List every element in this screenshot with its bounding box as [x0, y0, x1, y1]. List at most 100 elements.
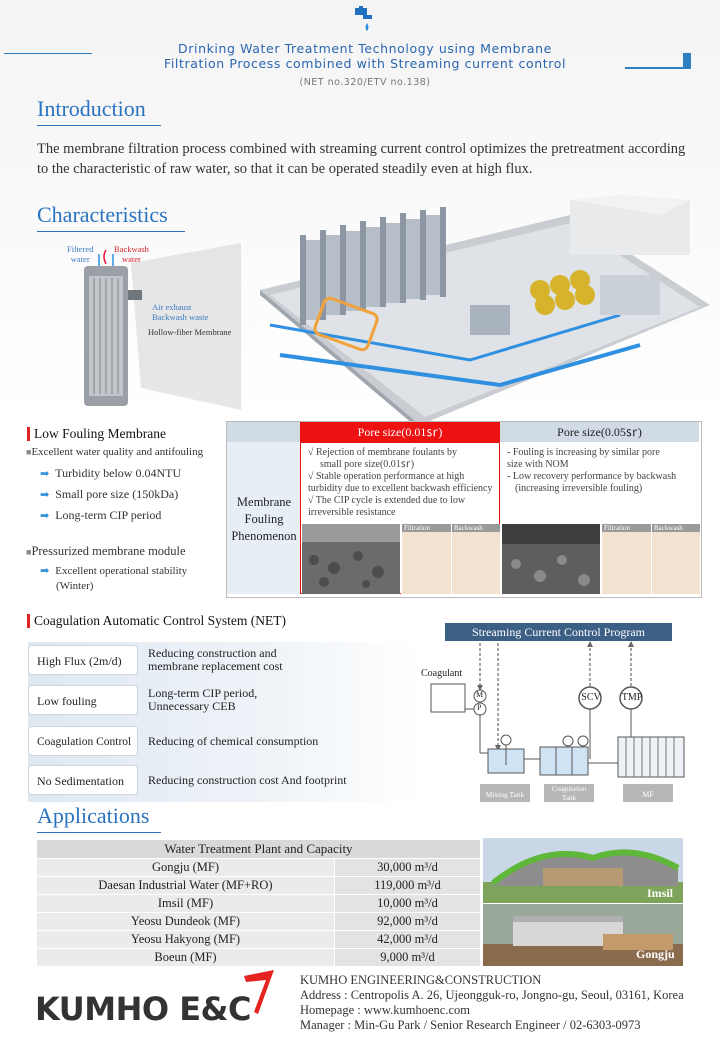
section-marker	[27, 614, 30, 628]
imsil-caption: Imsil	[647, 886, 674, 900]
plant-name: Daesan Industrial Water (MF+RO)	[37, 876, 335, 895]
fouling-row-label-cell	[227, 442, 300, 594]
table-title: Water Treatment Plant and Capacity	[37, 840, 480, 859]
coagulation-tank-label: Coagulation Tank	[551, 785, 587, 802]
low-fouling-group1: ■Excellent water quality and antifouling	[26, 446, 204, 458]
scv-label: SCV	[581, 692, 601, 703]
imsil-plant-photo	[483, 838, 683, 903]
footer-contact: KUMHO ENGINEERING&CONSTRUCTION Address :…	[300, 973, 684, 1033]
header-rule-right-bottom	[625, 67, 691, 69]
plant-name: Boeun (MF)	[37, 948, 335, 967]
low-fouling-heading: Low Fouling Membrane	[34, 426, 166, 441]
gongju-caption: Gongju	[636, 947, 675, 961]
pump-label: P	[477, 703, 482, 712]
coag-row-2: Low fouling Long-term CIP period,Unneces…	[28, 685, 406, 715]
low-fouling-item-3: ➡Long-term CIP period	[40, 508, 162, 522]
arrow-icon: ➡	[40, 510, 50, 522]
plant-illustration	[260, 195, 710, 430]
table-row: Yeosu Dundeok (MF)92,000 m³/d	[37, 912, 480, 931]
low-fouling-item-4: ➡Excellent operational stability (Winter…	[40, 565, 188, 592]
low-fouling-item-1: ➡Turbidity below 0.04NTU	[40, 466, 182, 480]
process-diagram	[430, 641, 685, 802]
filtration-sketch-005: Filtration	[601, 524, 651, 594]
section-marker	[27, 427, 30, 441]
fouling-table-corner	[227, 422, 300, 442]
applications-table: Water Treatment Plant and Capacity Gongj…	[37, 840, 480, 967]
company-logo: KUMHO E&C	[35, 990, 251, 1028]
fouling-row-label: Membrane Fouling Phenomenon	[231, 495, 297, 543]
page-title: Drinking Water Treatment Technology usin…	[163, 41, 567, 71]
fouling-col-001-box	[300, 442, 500, 594]
table-row: Yeosu Hakyong (MF)42,000 m³/d	[37, 930, 480, 949]
applications-underline	[37, 832, 161, 833]
coag-label: No Sedimentation	[28, 765, 138, 795]
coagulation-heading: Coagulation Automatic Control System (NE…	[34, 613, 286, 628]
filtration-sketch-001: Filtration	[401, 524, 451, 594]
table-row: Daesan Industrial Water (MF+RO)119,000 m…	[37, 876, 480, 895]
mf-label: MF	[642, 790, 654, 799]
header-rule-left	[4, 53, 92, 54]
plant-capacity: 10,000 m³/d	[334, 894, 480, 913]
header-rule-right	[683, 53, 691, 69]
characteristics-heading: Characteristics	[37, 202, 168, 227]
sem-image-001	[302, 524, 400, 594]
arrow-icon: ➡	[40, 468, 50, 480]
plant-name: Yeosu Dundeok (MF)	[37, 912, 335, 931]
coag-desc: Reducing construction cost And footprint	[148, 772, 347, 787]
coagulant-label: Coagulant	[421, 668, 463, 679]
plant-name: Yeosu Hakyong (MF)	[37, 930, 335, 949]
footer-address: Address : Centropolis A. 26, Ujeongguk-r…	[300, 988, 684, 1002]
table-row: Gongju (MF)30,000 m³/d	[37, 858, 480, 877]
plant-capacity: 9,000 m³/d	[334, 948, 480, 967]
arrow-icon: ➡	[40, 489, 50, 501]
backwash-sketch-005: Backwash	[651, 524, 700, 594]
coag-row-3: Coagulation Control Reducing of chemical…	[28, 726, 406, 756]
filtered-water-label: Filtered water	[67, 244, 94, 264]
table-row: Imsil (MF)10,000 m³/d	[37, 894, 480, 913]
coag-label: Coagulation Control	[28, 726, 138, 756]
plant-name: Gongju (MF)	[37, 858, 335, 877]
coag-label: Low fouling	[28, 685, 138, 715]
backwash-sketch-001: Backwash	[451, 524, 500, 594]
footer-company: KUMHO ENGINEERING&CONSTRUCTION	[300, 973, 542, 987]
arrow-icon: ➡	[40, 565, 50, 577]
streaming-current-program-title: Streaming Current Control Program	[445, 623, 672, 641]
fouling-col-005-points: - Fouling is increasing by similar pore …	[507, 447, 677, 494]
fouling-col-005: Pore size(0.05㏛)	[500, 422, 699, 442]
plant-capacity: 42,000 m³/d	[334, 930, 480, 949]
logo-swoosh-icon	[244, 970, 274, 1014]
footer-manager: Manager : Min-Gu Park / Senior Research …	[300, 1018, 641, 1032]
table-row: Boeun (MF)9,000 m³/d	[37, 948, 480, 967]
backwash-water-label: Backwash water	[114, 244, 149, 264]
gongju-plant-photo	[483, 904, 683, 966]
fouling-col-001: Pore size(0.01㏛)	[300, 422, 500, 442]
footer-homepage: Homepage : www.kumhoenc.com	[300, 1003, 470, 1017]
introduction-underline	[37, 125, 161, 126]
fouling-col-001-points: √ Rejection of membrane foulants by smal…	[308, 447, 493, 518]
coag-desc: Long-term CIP period,Unnecessary CEB	[148, 686, 258, 713]
coag-label: High Flux (2m/d)	[28, 645, 138, 675]
hollow-fiber-label: Hollow-fiber Membrane	[148, 327, 232, 337]
plant-capacity: 92,000 m³/d	[334, 912, 480, 931]
table-header-row: Water Treatment Plant and Capacity	[37, 840, 480, 859]
air-exhaust-label: Air exhaust Backwash waste	[152, 302, 209, 322]
motor-label: M	[476, 690, 484, 699]
membrane-module-illustration	[84, 243, 241, 410]
coag-desc: Reducing of chemical consumption	[148, 733, 319, 748]
low-fouling-group2: ■Pressurized membrane module	[26, 544, 186, 558]
plant-capacity: 30,000 m³/d	[334, 858, 480, 877]
applications-heading: Applications	[37, 803, 150, 828]
faucet-icon	[355, 6, 372, 31]
coag-row-1: High Flux (2m/d) Reducing construction a…	[28, 645, 406, 675]
plant-name: Imsil (MF)	[37, 894, 335, 913]
plant-capacity: 119,000 m³/d	[334, 876, 480, 895]
tmp-label: TMP	[621, 692, 643, 703]
low-fouling-item-2: ➡Small pore size (150kDa)	[40, 487, 179, 501]
mixing-tank-label: Mixing Tank	[485, 790, 525, 799]
sem-image-005	[502, 524, 600, 594]
characteristics-underline	[37, 231, 185, 232]
coag-row-4: No Sedimentation Reducing construction c…	[28, 765, 406, 795]
introduction-text: The membrane filtration process combined…	[37, 141, 686, 177]
page-subtitle: (NET no.320/ETV no.138)	[299, 77, 431, 88]
